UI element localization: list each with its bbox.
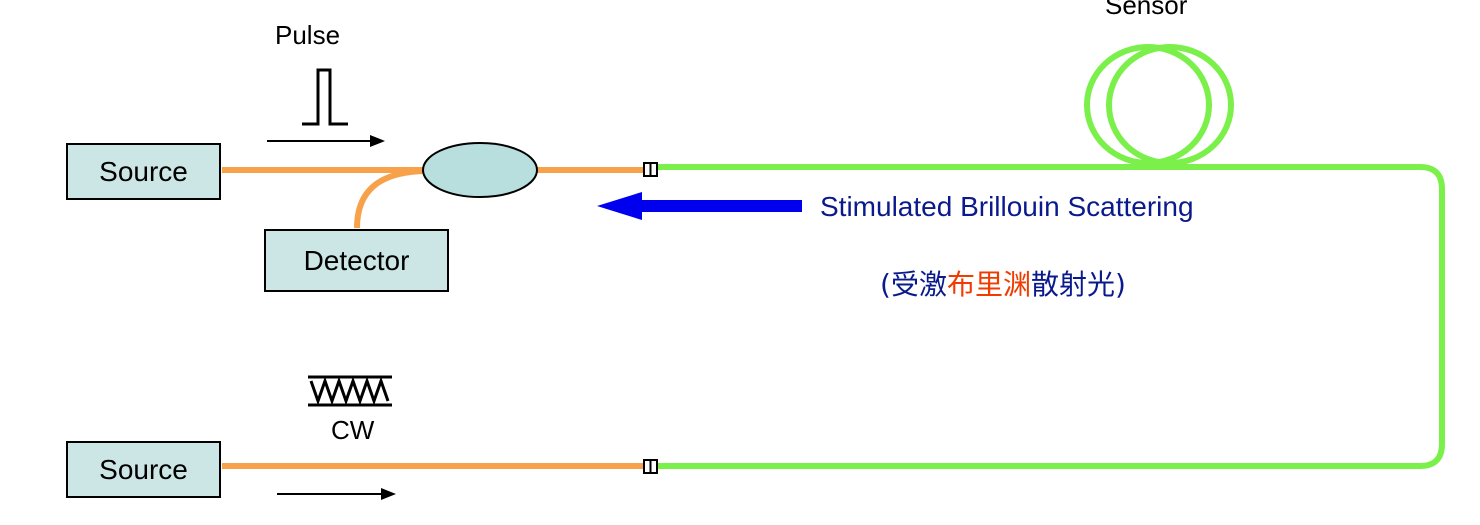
- pulse-arrowhead: [370, 135, 385, 147]
- cw-label: CW: [331, 415, 375, 445]
- connector-top: [643, 162, 658, 177]
- cn-open-paren: (: [880, 268, 891, 301]
- source-bottom-label: Source: [99, 453, 188, 485]
- sensor-label: Sensor: [1105, 0, 1188, 20]
- cw-waveform-icon: [308, 375, 392, 407]
- source-top-box: Source: [66, 143, 221, 200]
- pulse-label: Pulse: [275, 20, 341, 50]
- sbs-chinese-label: (受激布里渊散射光): [880, 263, 1126, 303]
- sensor-coil-left: [1084, 44, 1212, 166]
- source-bottom-box: Source: [66, 441, 221, 498]
- fiber-detector-to-coupler: [354, 168, 426, 229]
- fiber-coupler: [422, 142, 538, 198]
- source-top-label: Source: [99, 155, 188, 187]
- cn-part2: 布里渊: [946, 268, 1031, 301]
- cw-arrowhead: [381, 488, 396, 500]
- connector-bottom: [643, 459, 658, 474]
- sbs-label: Stimulated Brillouin Scattering: [820, 191, 1194, 222]
- sbs-arrowhead: [597, 192, 642, 220]
- cn-part1: 受激: [890, 268, 947, 301]
- detector-label: Detector: [303, 244, 410, 276]
- sbs-arrow-shaft: [637, 200, 802, 212]
- cn-close-paren: ): [1114, 268, 1126, 301]
- detector-box: Detector: [264, 229, 449, 292]
- sensor-coil-right: [1106, 44, 1234, 166]
- pulse-waveform-icon: [302, 68, 348, 126]
- cn-part3: 散射光: [1030, 268, 1115, 301]
- sensing-fiber-loop: [657, 164, 1445, 469]
